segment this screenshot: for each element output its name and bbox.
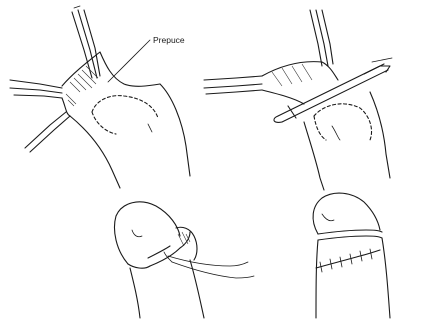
panel-top-left: Prepuce [10,6,190,188]
suture-thread-icon [164,252,254,278]
panel-bottom-left [115,202,255,318]
prepuce-tissue-right [262,62,338,104]
prepuce-leader-line [108,40,150,82]
forceps-lower-icon [25,112,70,152]
suture-line-icon [316,249,380,272]
forceps-left-right-icon [204,76,262,94]
glans-outline [115,202,181,268]
forceps-upper-icon [72,6,100,78]
glans-outline-right [313,193,380,234]
prepuce-label: Prepuce [153,35,185,45]
coronal-ring [318,230,382,240]
prepuce-tissue [62,52,160,116]
forceps-upper-right-icon [310,10,333,66]
forceps-left-icon [10,80,62,98]
shaft-outline-right [304,92,390,190]
shaft-outline [70,84,190,188]
scissors-icon [274,58,392,122]
panel-top-right [204,10,392,190]
panel-bottom-right [313,193,390,318]
